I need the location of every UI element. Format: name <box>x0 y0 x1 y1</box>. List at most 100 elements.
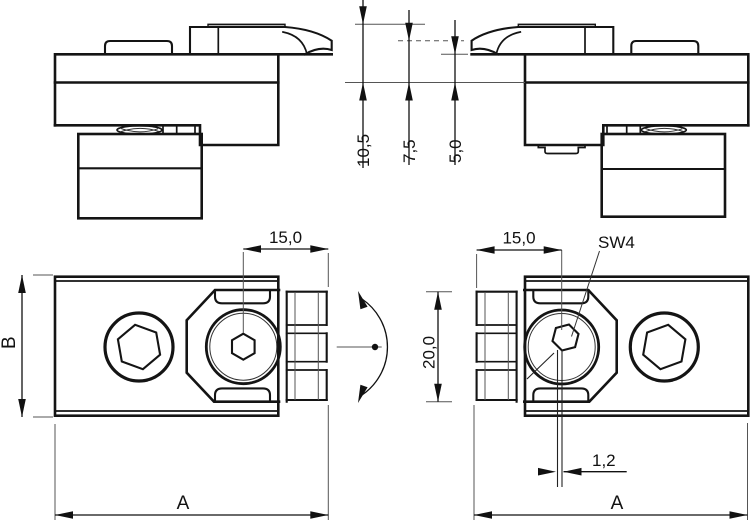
screw-slot-diagonal <box>526 352 555 380</box>
dim-width-15-left: 15,0 <box>242 228 329 333</box>
arrowhead <box>310 511 329 519</box>
hex-socket <box>116 323 162 371</box>
spring-plate-slots <box>475 324 518 371</box>
spring-fold-lines <box>277 288 288 403</box>
hook-base-rect <box>188 25 287 56</box>
arrowhead <box>55 511 73 519</box>
dimension-label: A <box>611 493 624 514</box>
head-slot-top <box>213 288 272 305</box>
dimension-label: 15,0 <box>502 229 535 248</box>
arrowhead <box>358 291 368 310</box>
swivel-arc <box>361 298 389 396</box>
dimension-label: 20,0 <box>420 336 439 369</box>
arrowhead <box>434 383 442 402</box>
lower-block <box>600 132 727 218</box>
collar-segments <box>162 124 201 135</box>
dim-slot-1-2: 1,2 <box>538 451 627 476</box>
extension-lines <box>33 274 53 418</box>
dimension-label: 5,0 <box>446 139 465 163</box>
collar-segments <box>602 124 642 135</box>
arrowhead <box>474 511 492 519</box>
extension-lines <box>426 291 452 403</box>
extension-lines <box>473 405 748 520</box>
bottom-pad <box>537 144 586 155</box>
lower-block <box>77 132 204 220</box>
arrowhead <box>243 245 261 253</box>
arrowhead <box>405 82 413 101</box>
arrowhead <box>538 467 556 476</box>
hook-inner-fillet <box>495 31 522 56</box>
dimension-label: 1,2 <box>592 451 616 470</box>
arrowhead <box>476 246 495 254</box>
swivel-head-outline <box>185 288 281 403</box>
dim-width-15-right: 15,0 <box>476 229 562 288</box>
leader-line <box>571 250 600 337</box>
dim-height-10-5: 10,5 <box>354 0 373 168</box>
arrowhead <box>310 245 329 253</box>
arrowhead <box>405 22 413 41</box>
head-slot-top <box>532 288 590 305</box>
swivel-head-outline <box>523 288 618 403</box>
hex-socket <box>642 323 687 371</box>
arrowhead <box>729 511 748 519</box>
swivel-arc-indicator <box>336 291 389 403</box>
block-edge-lines <box>54 280 280 412</box>
arrowhead <box>18 399 26 417</box>
hook-inner-fillet <box>281 30 309 56</box>
spring-plate-edges <box>285 290 328 402</box>
top-pad <box>103 39 174 56</box>
side-view-right <box>470 23 750 218</box>
plan-view-left: 15,0 B A <box>0 228 389 520</box>
dim-width-b: B <box>0 274 53 418</box>
arrowhead <box>359 82 367 101</box>
body-lower-step <box>53 53 280 147</box>
height-dimensions: 10,5 7,5 5,0 <box>345 0 525 168</box>
body-lower-step <box>523 53 750 147</box>
dimension-label: 15,0 <box>269 228 302 247</box>
dim-height-7-5: 7,5 <box>400 10 419 165</box>
screw-hex-socket <box>230 332 256 361</box>
arrowhead <box>543 246 562 254</box>
body-outline <box>470 53 750 127</box>
extension-lines <box>54 405 329 520</box>
spring-plate-bend-lines <box>294 292 319 400</box>
dim-height-5-0: 5,0 <box>446 20 465 165</box>
hex-key-label: SW4 <box>598 233 635 252</box>
spring-plate-bend-lines <box>484 292 509 400</box>
dimension-label: 7,5 <box>400 139 419 163</box>
pivot-dot <box>371 343 379 351</box>
side-view-left <box>53 23 333 220</box>
arrowhead <box>563 467 582 476</box>
thread-hatch <box>644 127 684 133</box>
dim-height-20: 20,0 <box>420 291 452 403</box>
dim-length-a-left: A <box>54 405 329 520</box>
head-slot-bottom <box>213 387 272 403</box>
dimension-label: 10,5 <box>354 134 373 167</box>
hex-socket-bore <box>628 311 700 383</box>
head-slot-bottom <box>532 387 590 403</box>
thread-hatch <box>119 127 160 133</box>
spring-plate-edges <box>475 290 518 402</box>
dim-length-a-right: A <box>473 405 748 520</box>
arrowhead <box>451 36 459 55</box>
body-outline <box>53 53 333 127</box>
spring-fold-lines <box>515 288 527 403</box>
hex-socket-bore <box>103 311 175 383</box>
hook-claw <box>470 25 520 56</box>
extension-lines <box>242 252 329 333</box>
arrowhead <box>359 6 367 25</box>
hook-claw <box>283 25 333 56</box>
arrowhead <box>434 291 442 310</box>
arrowhead <box>358 384 368 403</box>
screw-slot-lines <box>556 350 563 487</box>
spring-plate-slots <box>285 324 328 371</box>
block-outline <box>53 275 280 418</box>
arrowhead <box>18 275 26 293</box>
dimension-label: A <box>177 493 190 514</box>
plan-view-right: 15,0 SW4 20,0 1,2 A <box>420 229 750 520</box>
arrowhead <box>451 82 459 101</box>
hook-base-rect <box>517 25 615 56</box>
top-pad <box>630 39 700 56</box>
